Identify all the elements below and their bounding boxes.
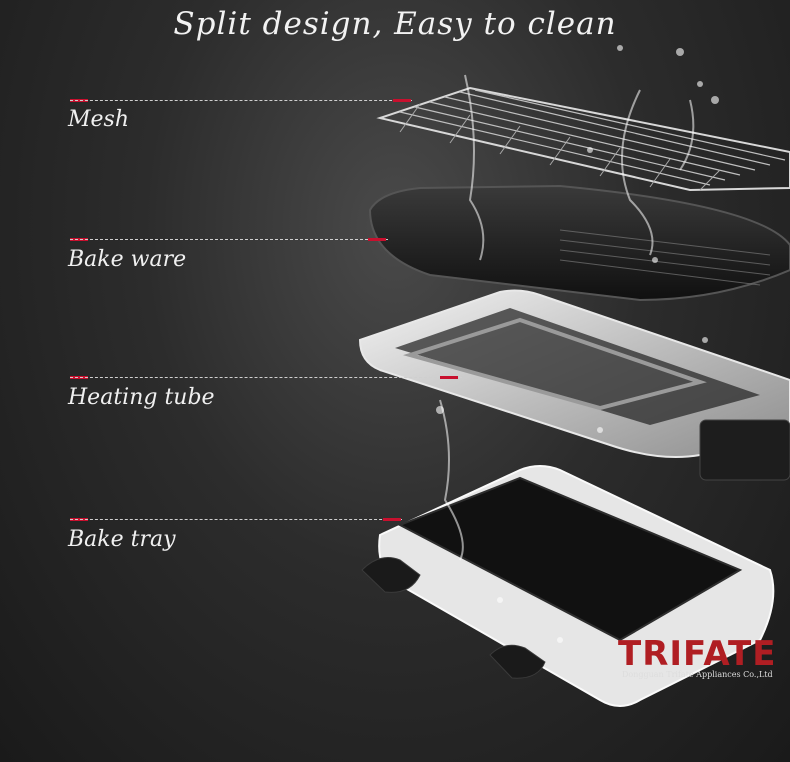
callout-leader-line xyxy=(70,519,402,520)
heating-frame xyxy=(358,289,790,481)
water-droplets xyxy=(436,45,719,643)
callout-leader-line xyxy=(70,377,462,378)
callout-label: Bake ware xyxy=(68,247,187,272)
brand-logo: TRIFATE xyxy=(618,634,777,674)
callout-label: Bake tray xyxy=(68,527,176,552)
bake-tray xyxy=(361,465,775,707)
callout-label: Mesh xyxy=(68,107,130,132)
callout-leader-line xyxy=(70,100,412,101)
callout-leader-line xyxy=(70,239,388,240)
callout-marker-right xyxy=(383,518,401,521)
bake-ware xyxy=(368,184,790,302)
callout-label: Heating tube xyxy=(68,385,215,410)
callout-marker-right xyxy=(440,376,458,379)
mesh-grill xyxy=(376,86,790,192)
brand-subtitle: Dongguan Trifate Appliances Co.,Ltd xyxy=(622,670,773,679)
page-title: Split design, Easy to clean xyxy=(173,6,617,42)
callout-marker-right xyxy=(368,238,386,241)
callout-marker-right xyxy=(393,99,411,102)
water-splash xyxy=(439,74,695,561)
